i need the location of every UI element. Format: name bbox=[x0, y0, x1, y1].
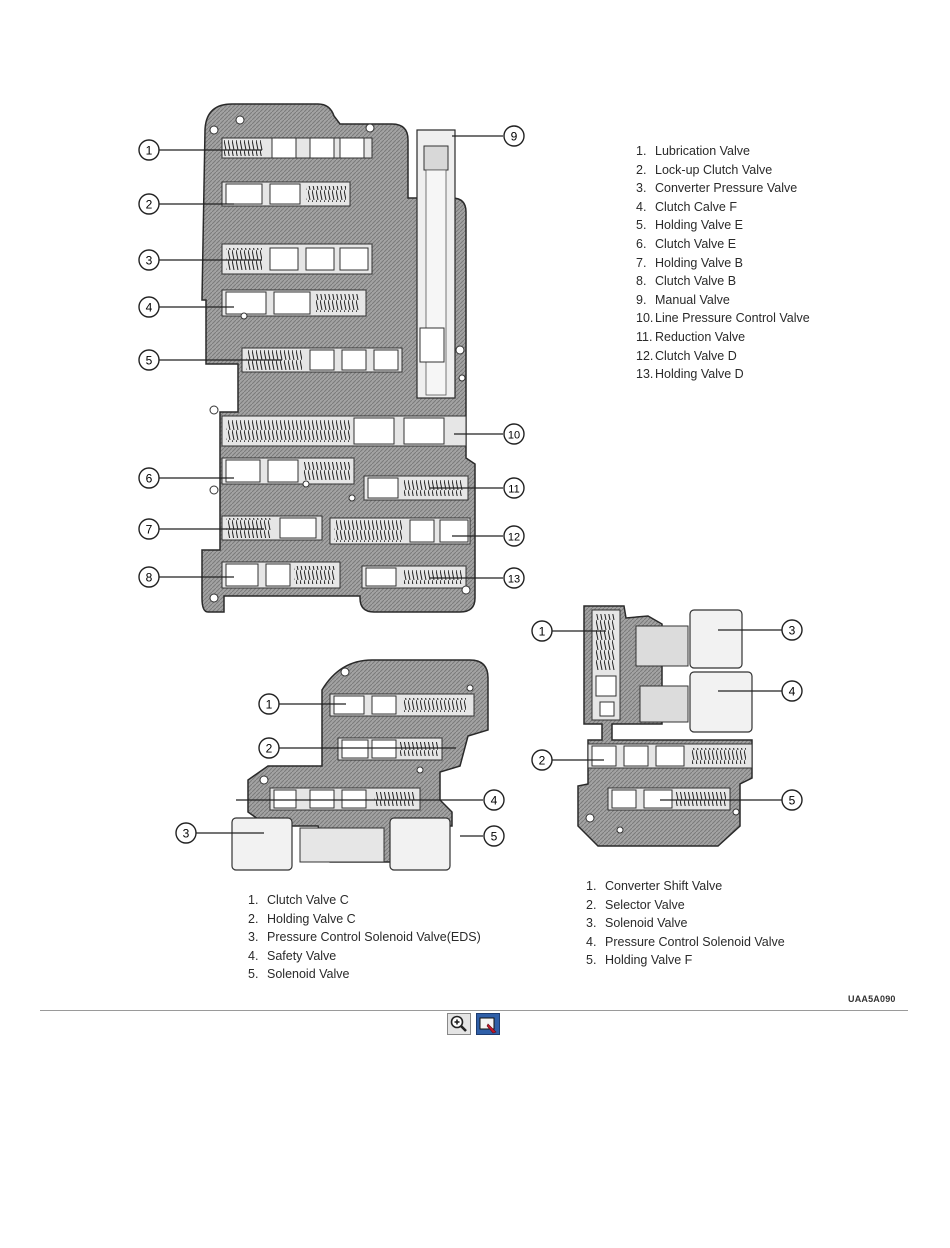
legend-item: 13.Holding Valve D bbox=[636, 367, 744, 382]
legend-bottom-right: 1.Converter Shift Valve 2.Selector Valve… bbox=[586, 877, 785, 970]
svg-text:3: 3 bbox=[789, 624, 796, 638]
svg-text:11: 11 bbox=[508, 484, 519, 496]
legend-item: 3.Solenoid Valve bbox=[586, 916, 688, 931]
divider bbox=[40, 1010, 908, 1011]
svg-text:13: 13 bbox=[508, 574, 520, 586]
svg-text:1: 1 bbox=[146, 144, 153, 158]
legend-item: 9.Manual Valve bbox=[636, 292, 730, 307]
legend-item: 1.Lubrication Valve bbox=[636, 144, 750, 158]
zoom-in-button[interactable] bbox=[447, 1013, 471, 1035]
callout-lower-right-1: 1 bbox=[531, 620, 553, 642]
callout-main-13: 13 bbox=[503, 567, 525, 589]
legend-item: 2.Selector Valve bbox=[586, 897, 685, 912]
callout-main-2: 2 bbox=[138, 193, 160, 215]
callout-lower-left-3: 3 bbox=[175, 822, 197, 844]
svg-text:5: 5 bbox=[789, 794, 796, 808]
figure-code: UAA5A090 bbox=[848, 994, 896, 1004]
svg-text:4: 4 bbox=[789, 685, 796, 699]
window-select-icon bbox=[479, 1017, 497, 1034]
callout-main-5: 5 bbox=[138, 349, 160, 371]
legend-item: 6.Clutch Valve E bbox=[636, 236, 737, 251]
svg-text:7: 7 bbox=[146, 523, 153, 537]
svg-text:2: 2 bbox=[266, 742, 273, 756]
svg-text:6: 6 bbox=[146, 472, 153, 486]
window-select-button[interactable] bbox=[476, 1013, 500, 1035]
legend-top-right: 1.Lubrication Valve 2.Lock-up Clutch Val… bbox=[636, 142, 810, 384]
svg-text:12: 12 bbox=[508, 532, 520, 544]
callout-lower-left-4: 4 bbox=[483, 789, 505, 811]
zoom-in-icon bbox=[450, 1015, 467, 1032]
svg-text:2: 2 bbox=[146, 198, 153, 212]
main-callout-lines bbox=[159, 135, 503, 579]
callout-main-10: 10 bbox=[503, 423, 525, 445]
callout-lower-right-4: 4 bbox=[781, 680, 803, 702]
legend-item: 12.Clutch Valve D bbox=[636, 348, 737, 363]
callout-main-6: 6 bbox=[138, 467, 160, 489]
legend-item: 3.Converter Pressure Valve bbox=[636, 181, 798, 196]
svg-text:4: 4 bbox=[146, 301, 153, 315]
legend-item: 11.Reduction Valve bbox=[636, 329, 746, 344]
legend-item: 5.Holding Valve F bbox=[586, 953, 693, 968]
svg-text:9: 9 bbox=[511, 130, 518, 144]
legend-item: 5.Solenoid Valve bbox=[248, 967, 350, 982]
callout-lower-left-2: 2 bbox=[258, 737, 280, 759]
callout-main-4: 4 bbox=[138, 296, 160, 318]
lower-right-valve-body bbox=[577, 605, 753, 847]
legend-bottom-left: 1.Clutch Valve C 2.Holding Valve C 3.Pre… bbox=[248, 891, 481, 984]
callout-lower-right-2: 2 bbox=[531, 749, 553, 771]
callout-main-3: 3 bbox=[138, 249, 160, 271]
callout-lower-left-5: 5 bbox=[483, 825, 505, 847]
legend-item: 1.Clutch Valve C bbox=[248, 893, 349, 907]
callout-main-11: 11 bbox=[503, 477, 525, 499]
legend-item: 4.Pressure Control Solenoid Valve bbox=[586, 934, 785, 949]
legend-item: 2.Holding Valve C bbox=[248, 911, 356, 926]
svg-text:5: 5 bbox=[491, 830, 498, 844]
legend-item: 3.Pressure Control Solenoid Valve(EDS) bbox=[248, 930, 481, 945]
callout-lower-right-3: 3 bbox=[781, 619, 803, 641]
svg-text:3: 3 bbox=[146, 254, 153, 268]
callout-main-7: 7 bbox=[138, 518, 160, 540]
legend-item: 4.Safety Valve bbox=[248, 948, 337, 963]
legend-item: 2.Lock-up Clutch Valve bbox=[636, 162, 773, 177]
svg-text:4: 4 bbox=[491, 794, 498, 808]
callout-main-1: 1 bbox=[138, 139, 160, 161]
lower-left-valve-body bbox=[231, 659, 489, 871]
legend-item: 1.Converter Shift Valve bbox=[586, 879, 723, 893]
legend-item: 10.Line Pressure Control Valve bbox=[636, 311, 810, 326]
legend-item: 4.Clutch Calve F bbox=[636, 199, 737, 214]
main-valve-body bbox=[201, 103, 476, 613]
callout-main-12: 12 bbox=[503, 525, 525, 547]
legend-item: 7.Holding Valve B bbox=[636, 255, 744, 270]
svg-text:10: 10 bbox=[508, 430, 520, 442]
legend-item: 5.Holding Valve E bbox=[636, 218, 744, 233]
callout-main-8: 8 bbox=[138, 566, 160, 588]
callout-main-9: 9 bbox=[503, 125, 525, 147]
svg-text:1: 1 bbox=[266, 698, 273, 712]
lower-right-callout-lines bbox=[552, 629, 782, 801]
svg-text:3: 3 bbox=[183, 827, 190, 841]
callout-lower-right-5: 5 bbox=[781, 789, 803, 811]
svg-text:8: 8 bbox=[146, 571, 153, 585]
svg-text:2: 2 bbox=[539, 754, 546, 768]
lower-left-callout-lines bbox=[196, 703, 483, 837]
svg-text:5: 5 bbox=[146, 354, 153, 368]
legend-item: 8.Clutch Valve B bbox=[636, 274, 737, 289]
callout-markers: 1 2 3 4 5 6 7 8 9 10 11 12 13 1 2 3 4 5 … bbox=[138, 125, 803, 847]
svg-text:1: 1 bbox=[539, 625, 546, 639]
callout-lower-left-1: 1 bbox=[258, 693, 280, 715]
